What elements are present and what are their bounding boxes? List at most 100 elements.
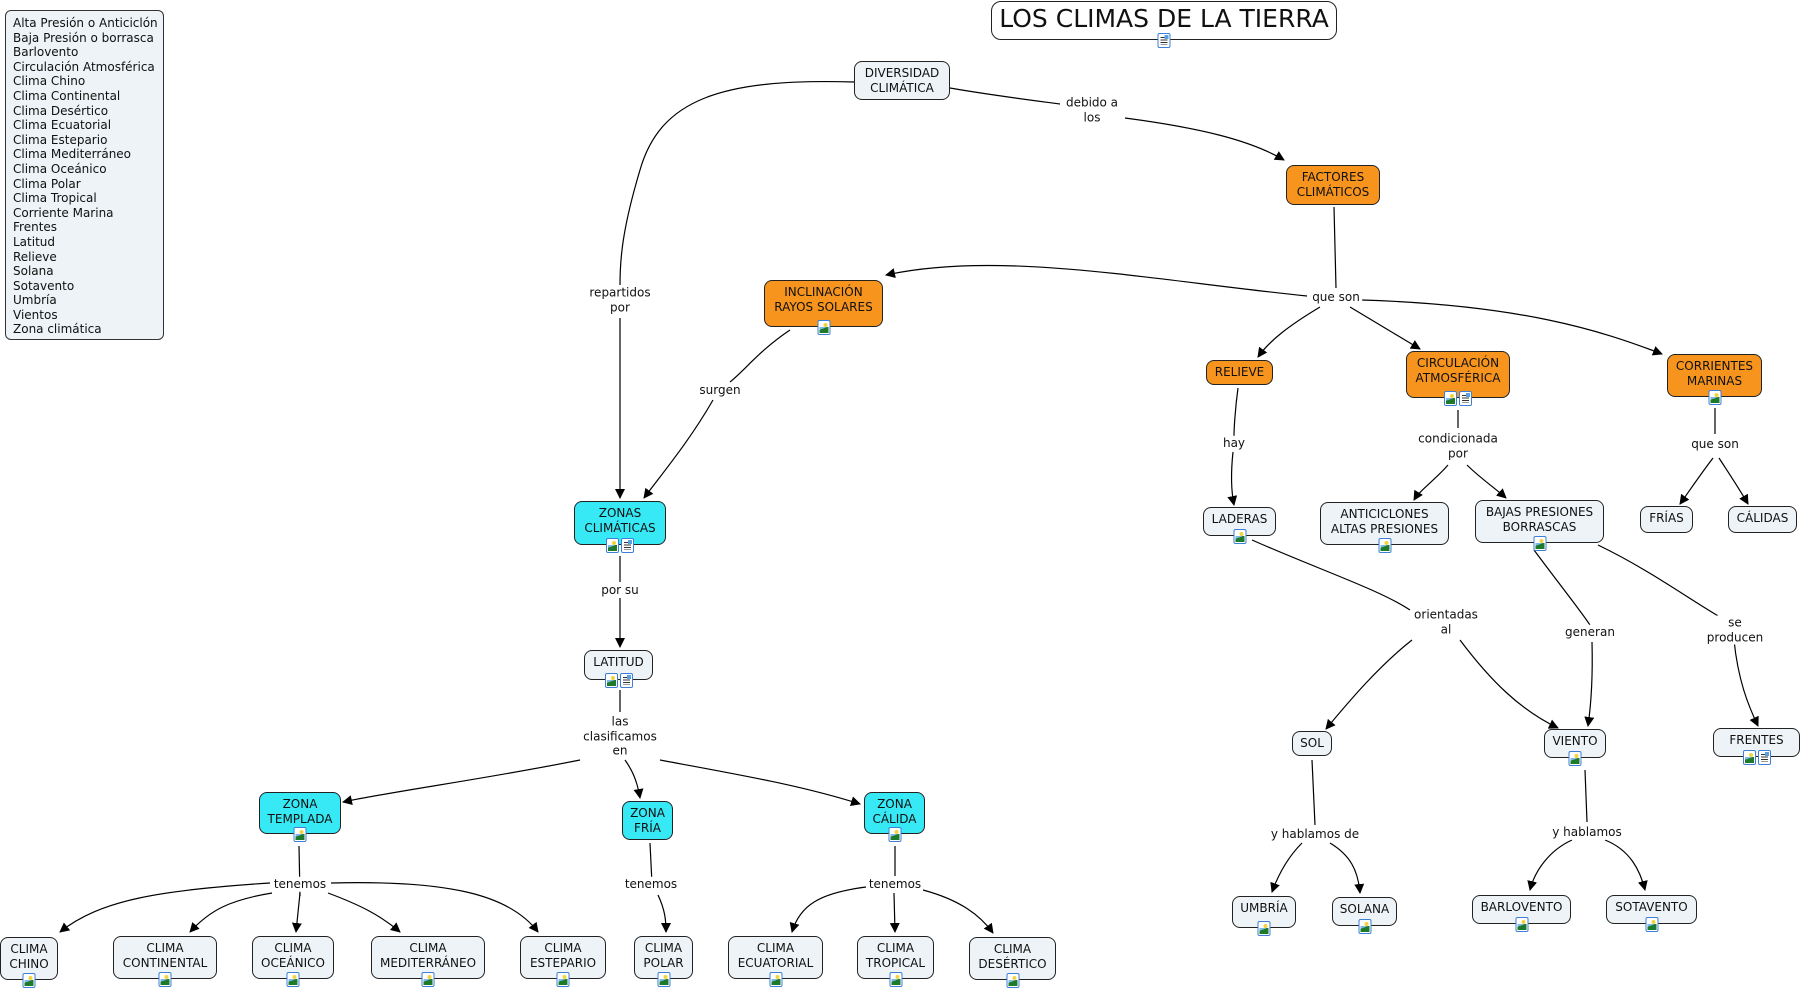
- concept-templada[interactable]: ZONA TEMPLADA: [259, 792, 341, 842]
- concept-sol[interactable]: SOL: [1292, 731, 1332, 756]
- legend-item[interactable]: Baja Presión o borrasca: [13, 30, 154, 45]
- concept-fria[interactable]: ZONA FRÍA: [622, 801, 673, 840]
- linking-phrase-queson1[interactable]: que son: [1310, 289, 1362, 305]
- legend-item[interactable]: Corriente Marina: [13, 205, 114, 220]
- image-resource-icon[interactable]: [817, 320, 830, 335]
- legend-item[interactable]: Clima Oceánico: [13, 161, 107, 176]
- concept-barlovento[interactable]: BARLOVENTO: [1472, 895, 1571, 932]
- linking-phrase-queson2[interactable]: que son: [1689, 436, 1741, 452]
- image-resource-icon[interactable]: [1378, 538, 1391, 553]
- concept-viento[interactable]: VIENTO: [1544, 729, 1606, 766]
- concept-calidas[interactable]: CÁLIDAS: [1728, 506, 1797, 533]
- concept-laderas[interactable]: LADERAS: [1203, 507, 1276, 544]
- concept-zonas[interactable]: ZONAS CLIMÁTICAS: [574, 501, 666, 553]
- concept-inclinacion[interactable]: INCLINACIÓN RAYOS SOLARES: [764, 280, 883, 335]
- image-resource-icon[interactable]: [888, 827, 901, 842]
- concept-factores[interactable]: FACTORES CLIMÁTICOS: [1286, 165, 1380, 205]
- image-resource-icon[interactable]: [1006, 973, 1019, 988]
- concept-continental[interactable]: CLIMA CONTINENTAL: [113, 936, 217, 987]
- linking-phrase-orientadas[interactable]: orientadas al: [1412, 607, 1480, 637]
- document-resource-icon[interactable]: [621, 538, 634, 553]
- legend-item[interactable]: Zona climática: [13, 322, 102, 337]
- document-resource-icon[interactable]: [619, 673, 633, 688]
- image-resource-icon[interactable]: [1742, 750, 1756, 765]
- linking-phrase-clasificamos[interactable]: las clasificamos en: [581, 714, 659, 758]
- concept-polar[interactable]: CLIMA POLAR: [634, 936, 693, 987]
- concept-mediterraneo[interactable]: CLIMA MEDITERRÁNEO: [371, 936, 485, 987]
- legend-item[interactable]: Solana: [13, 264, 54, 279]
- image-resource-icon[interactable]: [606, 538, 619, 553]
- legend-item[interactable]: Frentes: [13, 220, 58, 235]
- document-resource-icon[interactable]: [1757, 750, 1771, 765]
- image-resource-icon[interactable]: [1708, 390, 1721, 405]
- legend-item[interactable]: Clima Ecuatorial: [13, 118, 112, 133]
- image-resource-icon[interactable]: [22, 973, 36, 988]
- legend-item[interactable]: Sotavento: [13, 278, 75, 293]
- legend-item[interactable]: Alta Presión o Anticiclón: [13, 16, 158, 30]
- concept-estepario[interactable]: CLIMA ESTEPARIO: [520, 936, 606, 987]
- concept-corrientes[interactable]: CORRIENTES MARINAS: [1667, 354, 1762, 405]
- linking-phrase-generan[interactable]: generan: [1563, 624, 1617, 640]
- linking-phrase-debido[interactable]: debido a los: [1063, 95, 1121, 125]
- document-resource-icon[interactable]: [1157, 33, 1171, 48]
- linking-phrase-tenemos2[interactable]: tenemos: [622, 876, 680, 892]
- concept-umbria[interactable]: UMBRÍA: [1232, 896, 1296, 936]
- legend-item[interactable]: Clima Polar: [13, 176, 81, 191]
- concept-latitud[interactable]: LATITUD: [584, 650, 653, 688]
- concept-bajas[interactable]: BAJAS PRESIONES BORRASCAS: [1475, 500, 1604, 551]
- image-resource-icon[interactable]: [286, 972, 300, 987]
- legend-item[interactable]: Vientos: [13, 307, 58, 322]
- concept-diversidad[interactable]: DIVERSIDAD CLIMÁTICA: [854, 61, 950, 100]
- linking-phrase-repartidos[interactable]: repartidos por: [587, 285, 653, 315]
- legend-item[interactable]: Clima Mediterráneo: [13, 147, 132, 162]
- concept-sotavento[interactable]: SOTAVENTO: [1606, 895, 1697, 932]
- legend-item[interactable]: Clima Chino: [13, 74, 86, 89]
- image-resource-icon[interactable]: [604, 673, 618, 688]
- concept-anticiclones[interactable]: ANTICICLONES ALTAS PRESIONES: [1320, 502, 1449, 553]
- image-resource-icon[interactable]: [1233, 529, 1246, 544]
- concept-oceanico[interactable]: CLIMA OCEÁNICO: [252, 936, 334, 987]
- linking-phrase-surgen[interactable]: surgen: [697, 382, 743, 398]
- document-resource-icon[interactable]: [1459, 391, 1472, 406]
- image-resource-icon[interactable]: [421, 972, 435, 987]
- legend-item[interactable]: Clima Estepario: [13, 132, 108, 147]
- concept-calida[interactable]: ZONA CÁLIDA: [864, 792, 925, 842]
- concept-frentes[interactable]: FRENTES: [1713, 728, 1800, 765]
- legend-item[interactable]: Umbría: [13, 293, 57, 308]
- concept-tropical[interactable]: CLIMA TROPICAL: [857, 936, 934, 987]
- legend-item[interactable]: Latitud: [13, 234, 56, 249]
- image-resource-icon[interactable]: [158, 972, 172, 987]
- linking-phrase-tenemos3[interactable]: tenemos: [866, 876, 924, 892]
- linking-phrase-condicionada[interactable]: condicionada por: [1416, 431, 1500, 461]
- image-resource-icon[interactable]: [1257, 921, 1271, 936]
- image-resource-icon[interactable]: [293, 827, 307, 842]
- concept-relieve[interactable]: RELIEVE: [1206, 360, 1273, 385]
- concept-circulacion[interactable]: CIRCULACIÓN ATMOSFÉRICA: [1406, 351, 1510, 406]
- legend-item[interactable]: Circulación Atmosférica: [13, 59, 155, 74]
- concept-chino[interactable]: CLIMA CHINO: [0, 937, 58, 988]
- image-resource-icon[interactable]: [1358, 919, 1371, 934]
- image-resource-icon[interactable]: [1515, 917, 1528, 932]
- concept-solana[interactable]: SOLANA: [1332, 897, 1397, 934]
- concept-title[interactable]: LOS CLIMAS DE LA TIERRA: [991, 1, 1337, 48]
- image-resource-icon[interactable]: [889, 972, 902, 987]
- image-resource-icon[interactable]: [769, 972, 782, 987]
- image-resource-icon[interactable]: [1444, 391, 1457, 406]
- concept-desertico[interactable]: CLIMA DESÉRTICO: [969, 937, 1056, 988]
- concept-ecuatorial[interactable]: CLIMA ECUATORIAL: [728, 936, 823, 987]
- legend-item[interactable]: Clima Tropical: [13, 191, 97, 206]
- legend-item[interactable]: Barlovento: [13, 45, 79, 60]
- linking-phrase-seproducen[interactable]: se producen: [1701, 615, 1769, 645]
- concept-frias[interactable]: FRÍAS: [1640, 506, 1693, 533]
- image-resource-icon[interactable]: [1645, 917, 1658, 932]
- linking-phrase-hablamosde[interactable]: y hablamos de: [1268, 826, 1362, 842]
- linking-phrase-hay[interactable]: hay: [1220, 435, 1248, 451]
- linking-phrase-hablamos[interactable]: y hablamos: [1550, 824, 1624, 840]
- linking-phrase-tenemos1[interactable]: tenemos: [271, 876, 329, 892]
- image-resource-icon[interactable]: [556, 972, 570, 987]
- legend-item[interactable]: Clima Continental: [13, 88, 121, 103]
- linking-phrase-porsu[interactable]: por su: [599, 582, 641, 598]
- legend-item[interactable]: Clima Desértico: [13, 103, 109, 118]
- image-resource-icon[interactable]: [1568, 751, 1582, 766]
- image-resource-icon[interactable]: [657, 972, 670, 987]
